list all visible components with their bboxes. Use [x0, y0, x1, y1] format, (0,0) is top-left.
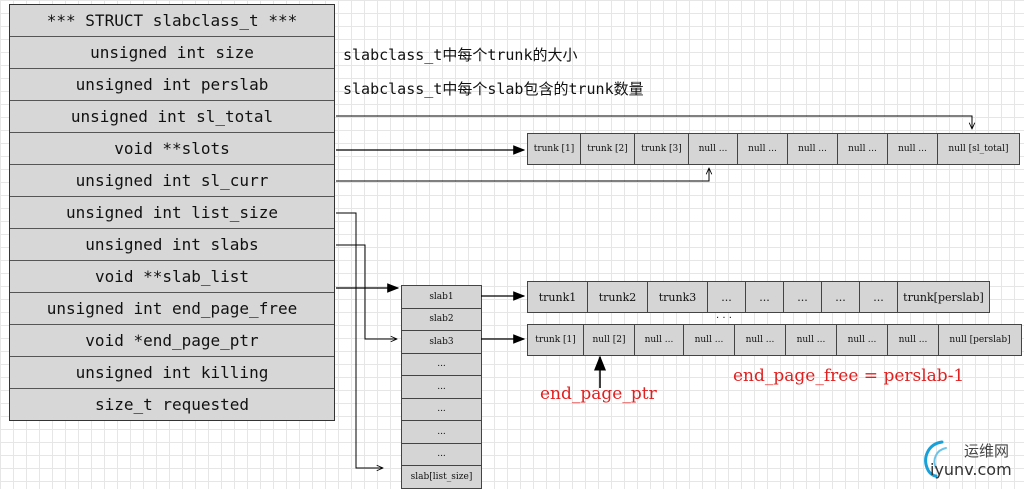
trunk-cell: null ... [734, 325, 785, 355]
watermark-text-cn: 运维网 [964, 442, 1010, 460]
slab-cell: ... [402, 375, 481, 398]
end-page-free-label: end_page_free = perslab-1 [733, 366, 965, 386]
watermark-text-en: iyunv.com [930, 460, 1012, 479]
field-slab-list: void **slab_list [10, 260, 334, 292]
sl-curr-arrow [336, 168, 709, 182]
field-killing: unsigned int killing [10, 356, 334, 388]
trunk-cell: trunk3 [647, 282, 707, 312]
slab-cell: slab2 [402, 307, 481, 331]
slots-cell: null ... [887, 134, 937, 164]
field-slabs: unsigned int slabs [10, 228, 334, 260]
trunk-cell-last: trunk[perslab] [897, 282, 989, 312]
trunk-cell: null ... [887, 325, 938, 355]
struct-header: *** STRUCT slabclass_t *** [10, 5, 334, 36]
trunk-cell: ... [859, 282, 897, 312]
slab-cell: ... [402, 442, 481, 466]
trunk-cell: ... [783, 282, 821, 312]
slab-cell: slab1 [429, 291, 454, 302]
slots-cell: null ... [688, 134, 737, 164]
slots-cell: null ... [837, 134, 887, 164]
trunk-cell: null ... [836, 325, 887, 355]
trunk-cell: null [2] [583, 325, 634, 355]
trunk-cell: trunk [1] [535, 335, 576, 345]
swirl-logo-icon [924, 440, 947, 478]
trunk-cell: trunk2 [587, 282, 647, 312]
sl-total-arrow [336, 115, 972, 129]
slab-cell: ... [402, 420, 481, 443]
struct-slabclass-table: *** STRUCT slabclass_t *** unsigned int … [9, 4, 335, 421]
field-size: unsigned int size [10, 36, 334, 68]
row-ellipsis: . . . [716, 310, 732, 321]
slots-cell: trunk [3] [634, 134, 688, 164]
slab3-trunks-array: trunk [1] null [2] null ... null ... nul… [527, 324, 1022, 356]
trunk-cell: trunk1 [538, 290, 577, 304]
trunk-cell: ... [707, 282, 745, 312]
trunk-cell: ... [821, 282, 859, 312]
field-sl-total: unsigned int sl_total [10, 100, 334, 132]
slab-list-column: slab1 slab2 slab3 ... ... ... ... ... sl… [401, 285, 482, 489]
field-end-page-free: unsigned int end_page_free [10, 292, 334, 324]
note-perslab: slabclass_t中每个slab包含的trunk数量 [343, 80, 644, 98]
slots-cell: null ... [787, 134, 837, 164]
slab1-trunks-array: trunk1 trunk2 trunk3 ... ... ... ... ...… [527, 281, 990, 313]
slab-cell: ... [402, 352, 481, 376]
slab-cell: ... [402, 397, 481, 421]
field-slots: void **slots [10, 132, 334, 164]
trunk-cell: null ... [785, 325, 836, 355]
field-list-size: unsigned int list_size [10, 196, 334, 228]
slabs-arrow [336, 244, 397, 339]
slots-cell: trunk [2] [580, 134, 634, 164]
slab-cell: slab3 [402, 330, 481, 353]
trunk-cell: null ... [634, 325, 683, 355]
trunk-cell-last: null [perslab] [938, 325, 1021, 355]
slots-cell: trunk [1] [533, 144, 575, 154]
slab-cell-last: slab[list_size] [402, 465, 481, 488]
trunk-cell: ... [745, 282, 783, 312]
list-size-arrow [336, 212, 383, 468]
watermark-logo: 运维网 iyunv.com [920, 436, 1020, 484]
field-sl-curr: unsigned int sl_curr [10, 164, 334, 196]
slots-array: trunk [1] trunk [2] trunk [3] null ... n… [527, 133, 1020, 165]
slots-cell-last: null [sl_total] [937, 134, 1019, 164]
note-size: slabclass_t中每个trunk的大小 [343, 46, 578, 64]
field-end-page-ptr: void *end_page_ptr [10, 324, 334, 356]
field-perslab: unsigned int perslab [10, 68, 334, 100]
trunk-cell: null ... [683, 325, 734, 355]
end-page-ptr-label: end_page_ptr [540, 384, 657, 404]
slots-cell: null ... [737, 134, 787, 164]
field-requested: size_t requested [10, 388, 334, 420]
